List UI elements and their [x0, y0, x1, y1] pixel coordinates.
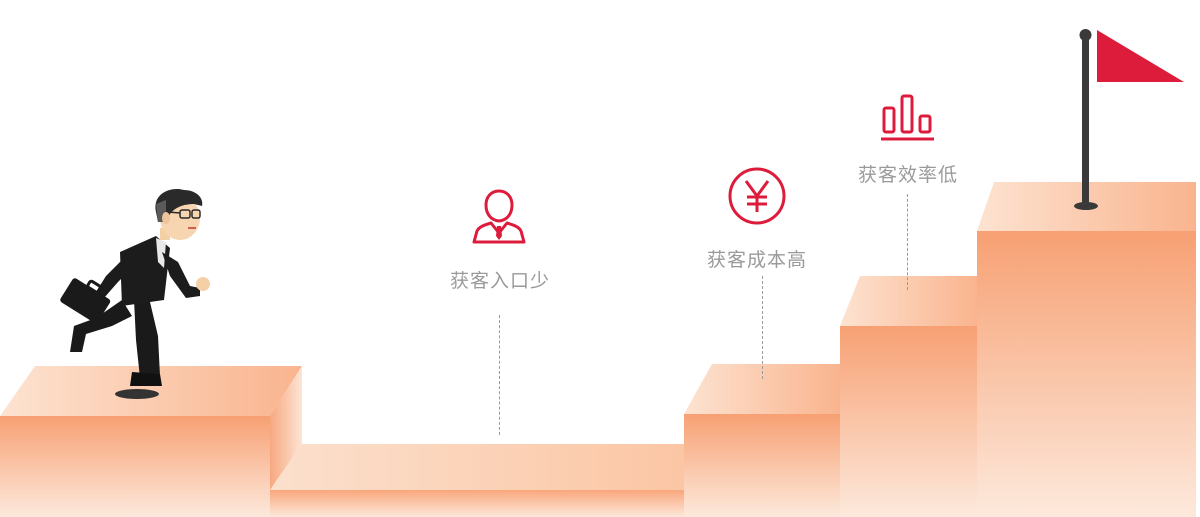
step-2-leader-line — [762, 276, 763, 379]
red-flag-icon — [1074, 29, 1184, 210]
step-1-label: 获客入口少 — [449, 270, 551, 292]
step-2-label: 获客成本高 — [706, 249, 808, 271]
step-3-leader-line — [907, 194, 908, 290]
yen-icon — [728, 167, 786, 225]
bar-chart-icon — [881, 94, 934, 141]
person-icon — [472, 189, 526, 244]
pit-floor — [270, 444, 684, 517]
step-2 — [840, 276, 977, 517]
businessman-running-icon — [60, 188, 210, 399]
step-1 — [684, 364, 840, 517]
step-3-label: 获客效率低 — [857, 164, 959, 186]
step-3 — [977, 182, 1196, 517]
start-platform — [0, 366, 302, 517]
step-1-leader-line — [499, 315, 500, 435]
